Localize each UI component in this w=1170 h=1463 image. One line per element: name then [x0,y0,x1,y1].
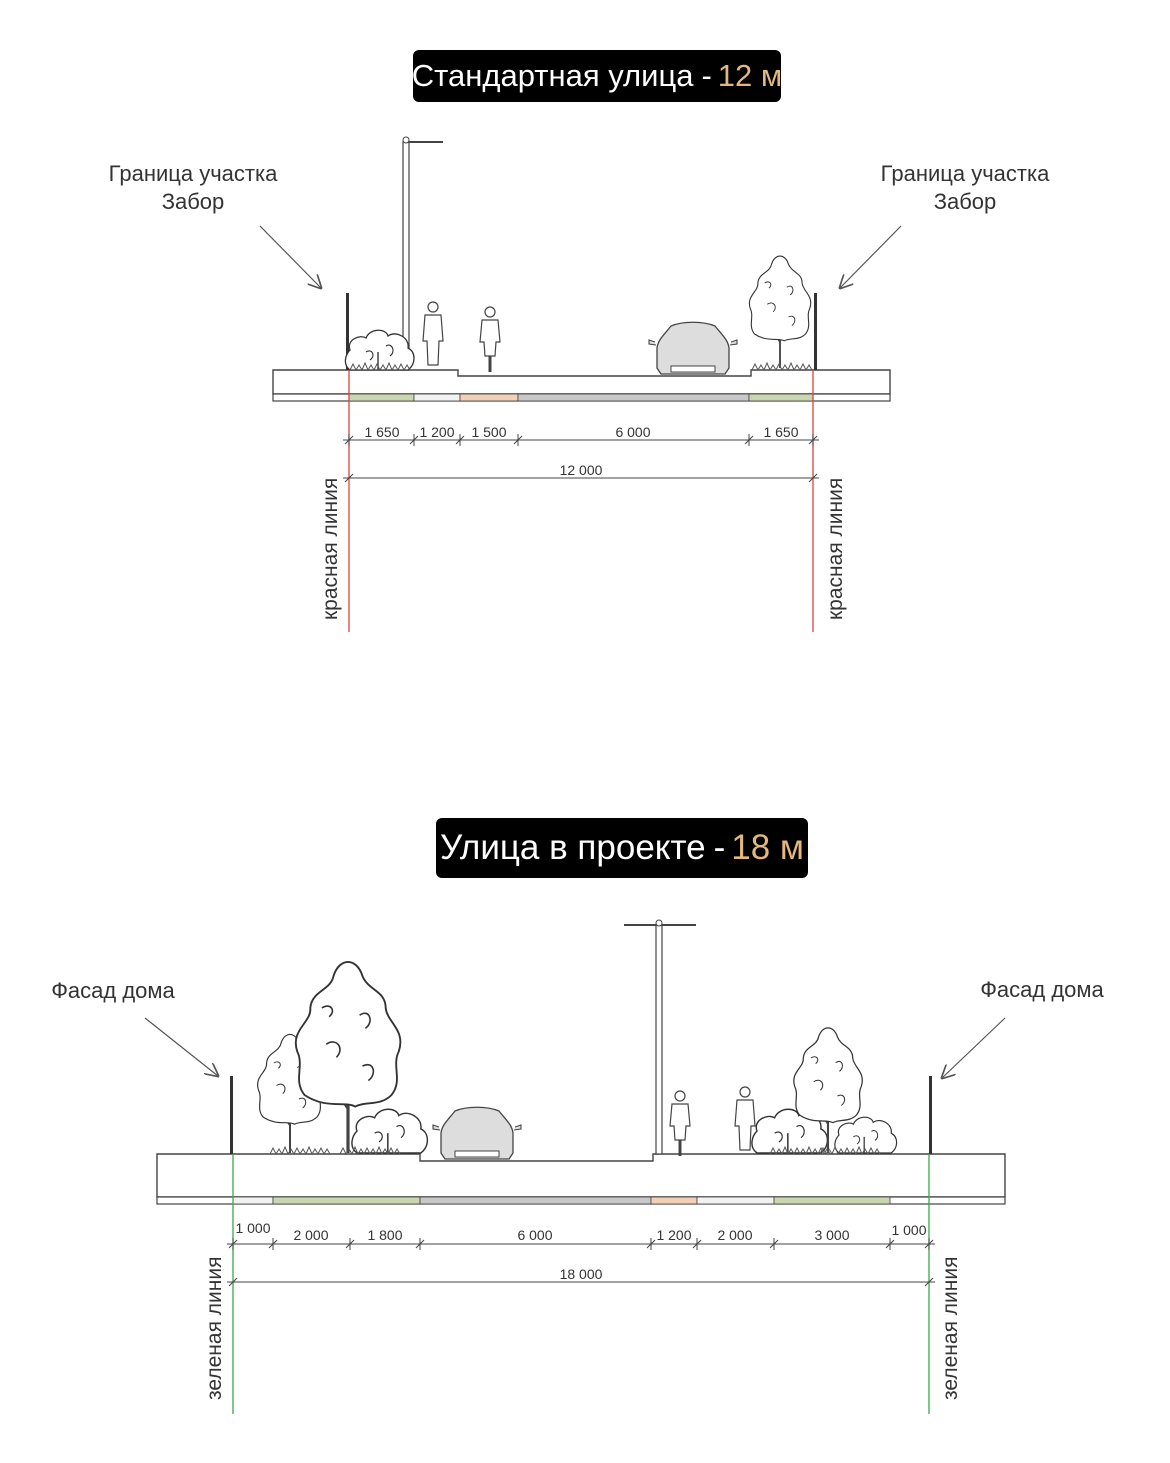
green-line-label-right: зеленая линия [939,1257,962,1400]
dim-label: 1 800 [367,1227,402,1243]
dim-label: 1 650 [364,424,399,440]
title-badge-standard: Стандартная улица - 12 м [411,50,783,102]
roadway-strip [517,393,750,402]
right-facade-note-18: Фасад дома [980,977,1104,1002]
red-line-label-left: красная линия [319,478,342,620]
dim-total: 12 000 [560,462,603,478]
title-width-18: 18 м [731,828,804,867]
right-boundary-note-12: Граница участка Забор [865,160,1065,216]
dim-label: 1 000 [891,1222,926,1238]
fence-right [814,293,817,370]
arrow-to-left-fence [259,225,321,288]
arrow-to-right-fence [840,225,902,288]
bush-right-small [834,1116,898,1154]
red-line-label-right: красная линия [824,478,847,620]
section-18-drawing: 1 000 2 000 1 800 6 000 1 200 2 000 3 00… [144,919,1006,1414]
title-width-12: 12 м [717,58,783,93]
title-separator: - [713,828,726,867]
left-facade-note-18: Фасад дома [51,978,175,1003]
dim-label: 2 000 [717,1227,752,1243]
fence-left [346,293,349,370]
dim-label: 1 200 [656,1227,691,1243]
dim-label: 2 000 [293,1227,328,1243]
green-strip [773,1196,891,1205]
dim-label: 1 200 [419,424,454,440]
bike-lane-strip [459,393,519,402]
street-lamp [624,919,696,1155]
dim-label: 6 000 [615,424,650,440]
pedestrian [422,301,444,366]
note-line-1: Граница участка [108,161,278,186]
green-strip [272,1196,421,1205]
cyclist [668,1089,692,1158]
roadway-strip [419,1196,652,1205]
bush-left [351,1108,429,1154]
title-badge-project: Улица в проекте - 18 м [436,818,808,878]
grass [751,362,813,371]
title-project-street: Улица в проекте [440,828,706,867]
title-separator: - [701,58,712,93]
green-strip [748,393,814,402]
car [648,321,738,375]
arrow-to-left-facade [144,1017,218,1076]
dim-label: 1 000 [235,1220,270,1236]
dim-label: 1 500 [471,424,506,440]
arrow-to-right-facade [942,1017,1006,1078]
green-line-label-left: зеленая линия [203,1257,226,1400]
grass [269,1146,331,1155]
dim-label: 1 650 [763,424,798,440]
green-strip [348,393,415,402]
dim-label: 6 000 [517,1227,552,1243]
bike-lane-strip [650,1196,698,1205]
cyclist [478,305,502,374]
sidewalk-strip [696,1196,775,1205]
left-boundary-note-12: Граница участка Забор [93,160,293,216]
dim-total: 18 000 [560,1266,603,1282]
tree-right [748,255,812,369]
title-standard-street: Стандартная улица [411,58,694,93]
sidewalk-strip [232,1196,274,1205]
note-line-1: Граница участка [880,161,1050,186]
car [432,1106,522,1160]
facade-wall-left [230,1076,233,1154]
note-line-2: Забор [933,189,997,214]
section-12-drawing: 1 650 1 200 1 500 6 000 1 650 12 000 кра… [259,136,902,632]
facade-wall-right [929,1076,932,1154]
dim-label: 3 000 [814,1227,849,1243]
sidewalk-strip [413,393,461,402]
note-line-2: Забор [161,189,225,214]
